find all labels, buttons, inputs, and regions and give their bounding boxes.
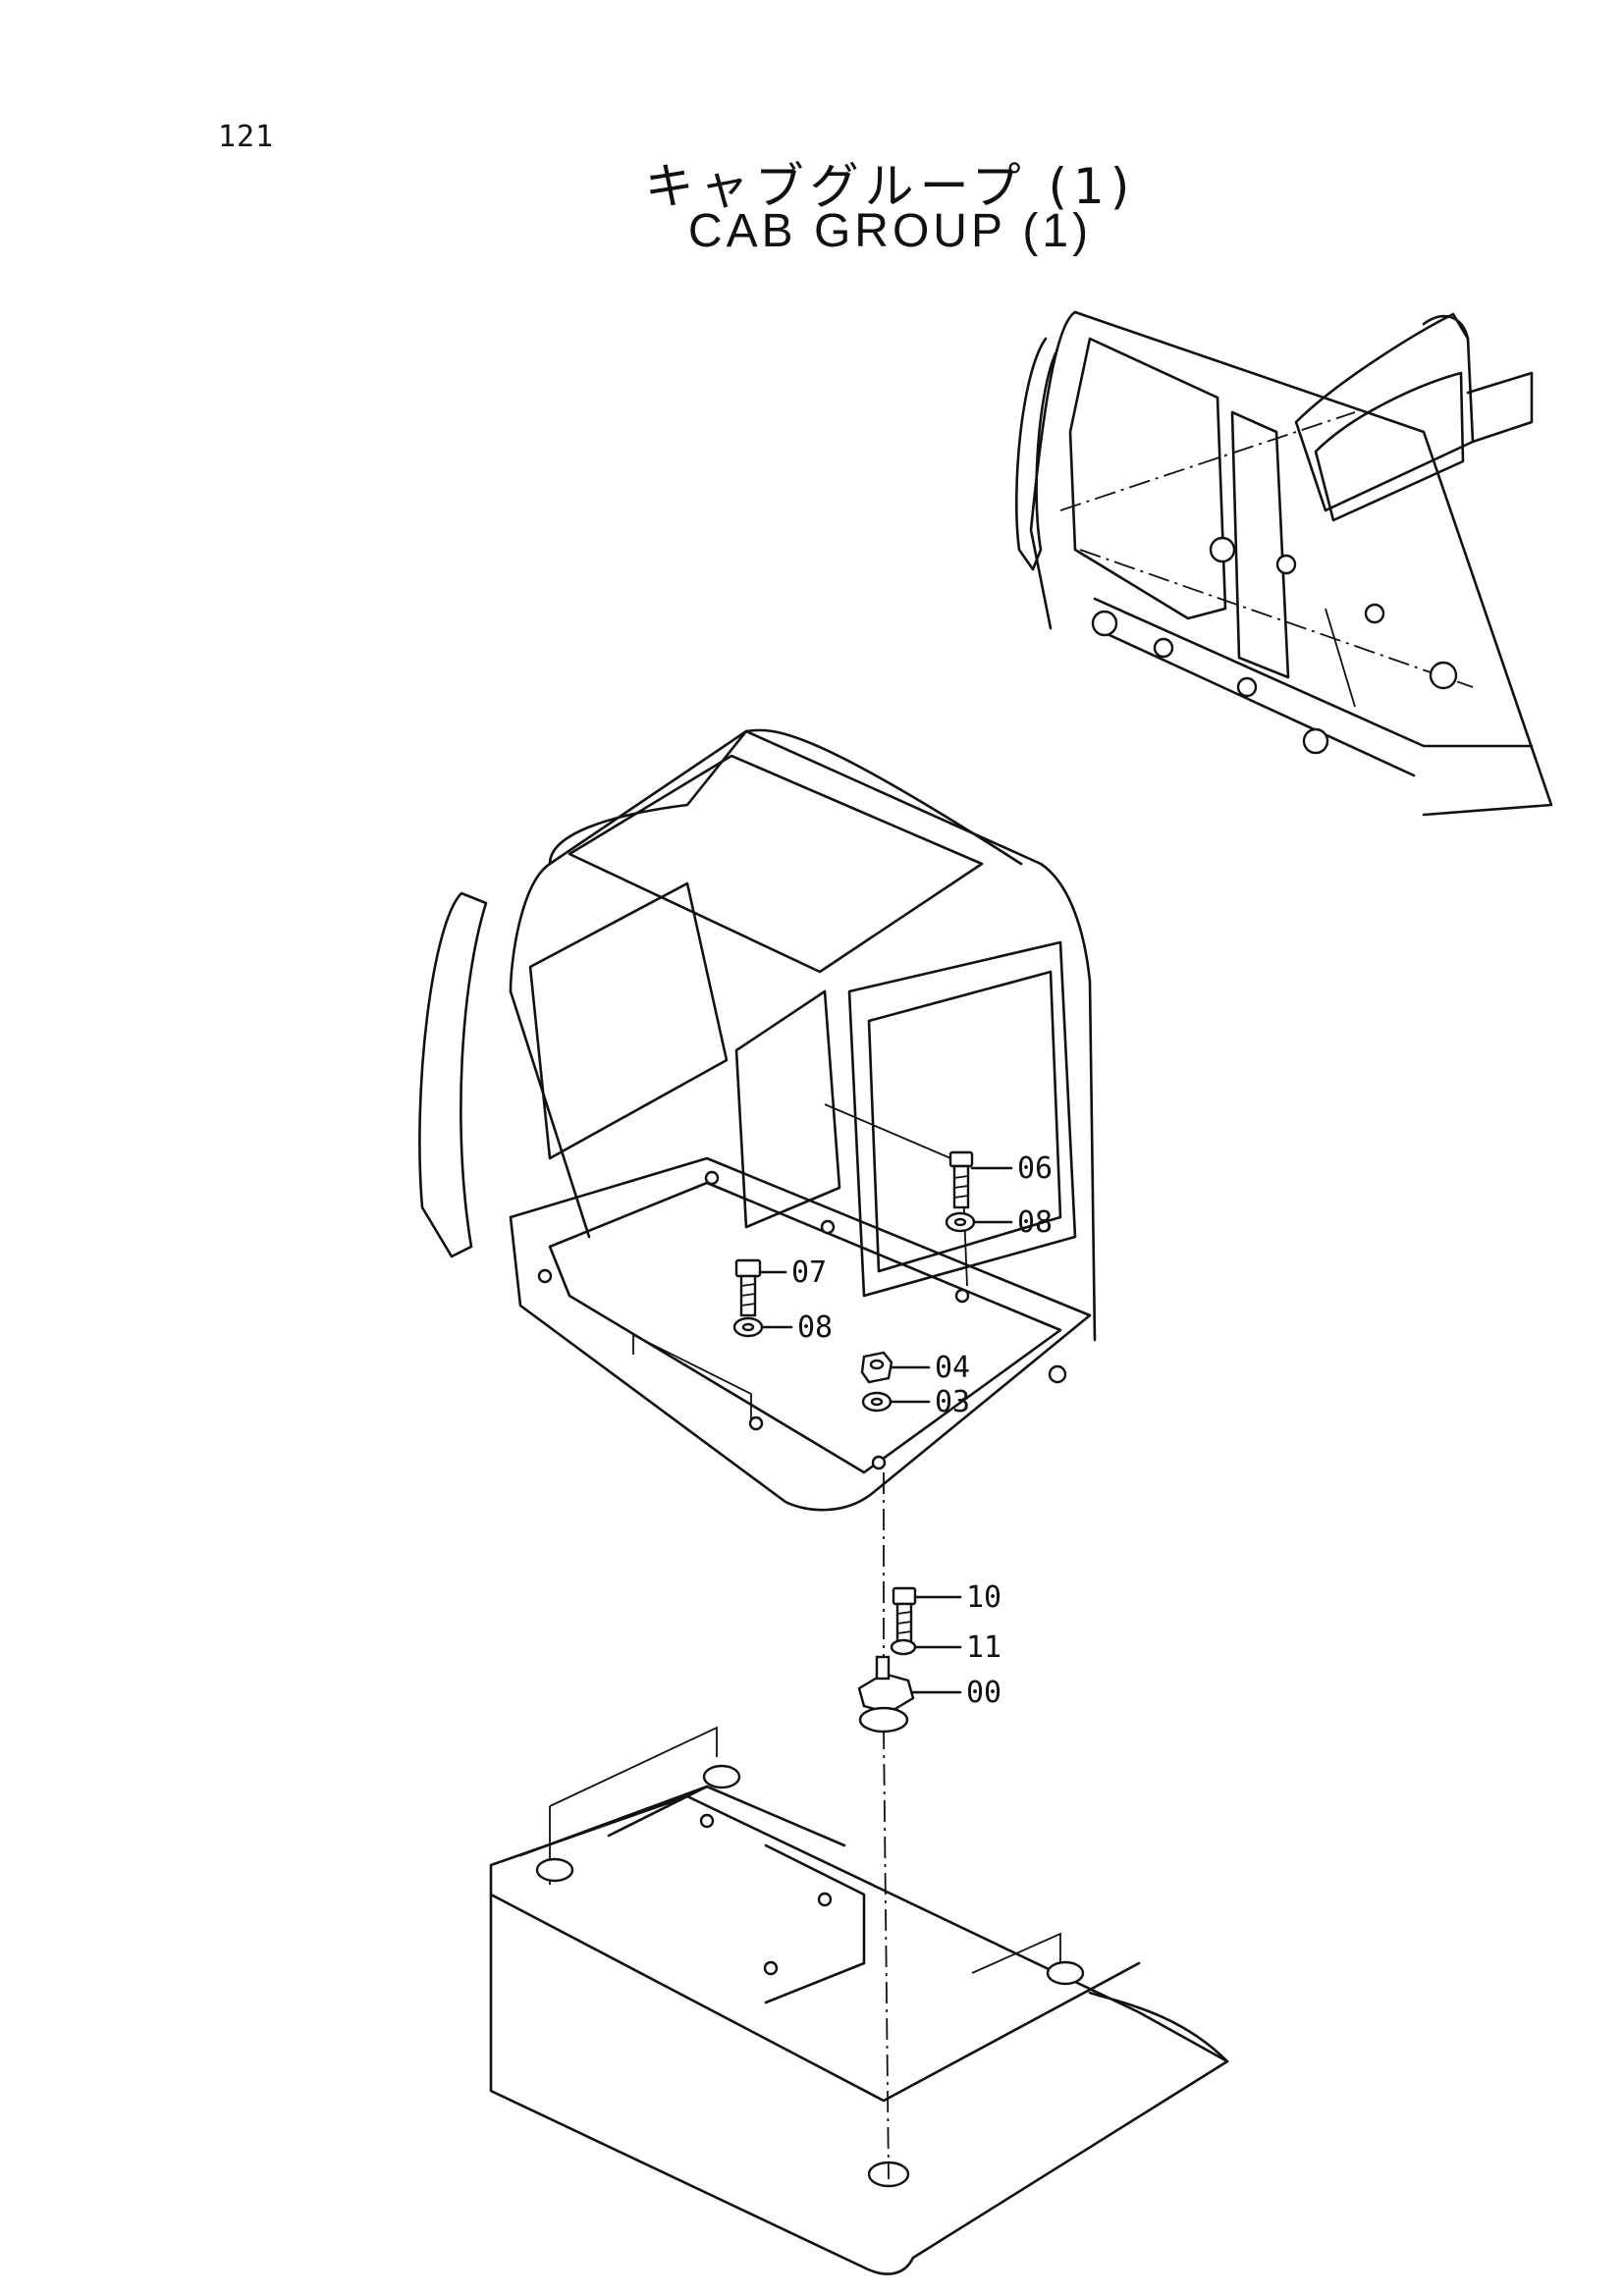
cab-mount-00-icon	[857, 1655, 962, 1734]
lock-washer-11-icon	[890, 1638, 962, 1656]
bolt-07-icon	[734, 1258, 787, 1317]
callout-label-11: 11	[966, 1630, 1001, 1665]
callout-label-00: 00	[966, 1676, 1001, 1710]
nut-04-icon	[860, 1351, 931, 1384]
mounting-frame	[489, 1726, 1229, 2275]
washer-08-lower-icon	[732, 1316, 793, 1338]
callout-label-06: 06	[1017, 1151, 1053, 1186]
callout-label-10: 10	[966, 1580, 1001, 1615]
callout-label-03: 03	[935, 1385, 970, 1419]
bolt-10-icon	[892, 1586, 962, 1645]
washer-08-upper-icon	[945, 1211, 1013, 1233]
title-english: CAB GROUP (1)	[687, 205, 1093, 257]
callout-label-08-upper: 08	[1017, 1205, 1053, 1240]
bolt-06-icon	[948, 1150, 1013, 1209]
assembly-centerline	[883, 1472, 890, 2180]
page-number: 121	[218, 120, 275, 154]
callout-label-08-lower: 08	[797, 1310, 833, 1345]
callout-label-04: 04	[935, 1351, 970, 1385]
cab-main	[418, 728, 1097, 1512]
callout-label-07: 07	[791, 1255, 827, 1290]
title-japanese: キャブグループ (1)	[644, 158, 1136, 215]
cab-side-inset	[1015, 310, 1553, 817]
washer-03-icon	[861, 1391, 931, 1413]
